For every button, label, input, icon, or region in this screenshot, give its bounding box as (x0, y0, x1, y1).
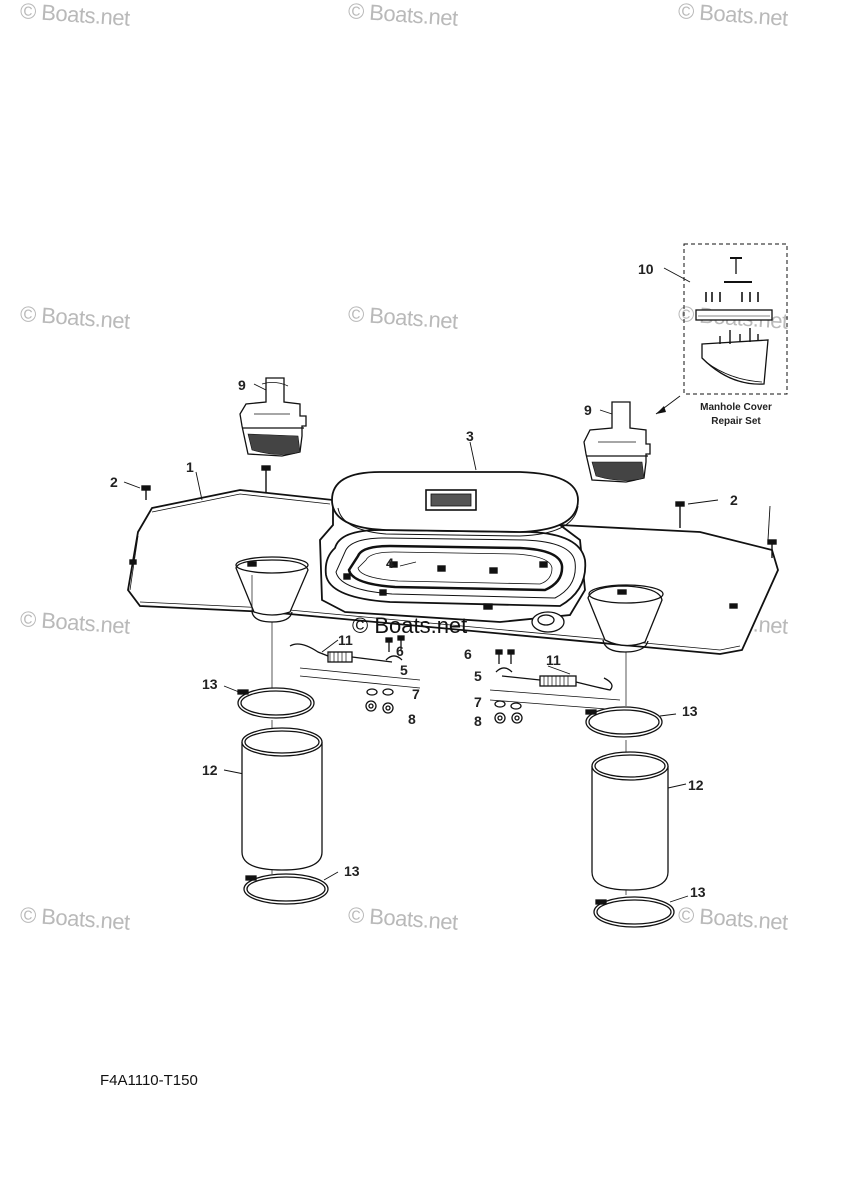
clamp-ring-left-top[interactable] (237, 687, 315, 719)
callout-12-left: 12 (202, 762, 218, 778)
callout-5-left: 5 (400, 662, 408, 678)
callout-leaders (123, 267, 771, 903)
callout-13-left-top: 13 (202, 676, 218, 692)
callout-13-left-bottom: 13 (344, 863, 360, 879)
repair-set-label-line1: Manhole Cover (700, 402, 772, 413)
manhole-cover[interactable] (331, 471, 579, 537)
latch-screws[interactable] (385, 635, 515, 664)
callout-7-right: 7 (474, 694, 482, 710)
callout-11-right: 11 (546, 652, 561, 668)
callout-12-right: 12 (688, 777, 704, 793)
frame-screws[interactable] (343, 561, 548, 610)
manhole-frame (324, 529, 587, 633)
callout-8-right: 8 (474, 713, 482, 729)
center-watermark: © Boats.net (352, 613, 468, 638)
center-lines (271, 622, 627, 895)
right-cup-opening (587, 584, 664, 653)
callout-6-right: 6 (464, 646, 472, 662)
cup-sleeve-left[interactable] (241, 727, 323, 871)
cup-holder-plug-right[interactable] (583, 401, 651, 483)
latch-spring-left[interactable] (289, 643, 421, 689)
callout-9-left: 9 (238, 377, 246, 393)
callout-5-right: 5 (474, 668, 482, 684)
repair-set-label-line2: Repair Set (711, 416, 761, 427)
callout-1: 1 (186, 459, 194, 475)
clamp-ring-right-top[interactable] (585, 706, 663, 738)
callout-6-left: 6 (396, 643, 404, 659)
callout-2-left: 2 (110, 474, 118, 490)
deck-screws[interactable] (129, 465, 777, 609)
callout-labels: 1 2 2 3 4 5 5 6 6 7 7 8 8 9 9 10 11 11 1… (110, 261, 772, 900)
callout-4: 4 (386, 555, 394, 571)
cup-sleeve-right[interactable] (591, 751, 669, 891)
clamp-ring-right-bottom[interactable] (593, 896, 675, 928)
callout-8-left: 8 (408, 711, 416, 727)
diagram-code: F4A1110-T150 (100, 1072, 198, 1089)
clamp-ring-left-bottom[interactable] (243, 873, 329, 905)
callout-7-left: 7 (412, 686, 420, 702)
callout-3: 3 (466, 428, 474, 444)
callout-10: 10 (638, 261, 654, 277)
latch-spring-right[interactable] (489, 667, 621, 711)
repair-set-box[interactable] (683, 243, 788, 395)
callout-11-left: 11 (338, 632, 353, 648)
callout-2-right: 2 (730, 492, 738, 508)
washers-and-nuts[interactable] (365, 688, 523, 724)
callout-13-right-bottom: 13 (690, 884, 706, 900)
cup-holder-plug-left[interactable] (239, 377, 307, 457)
callout-13-right-top: 13 (682, 703, 698, 719)
callout-9-right: 9 (584, 402, 592, 418)
